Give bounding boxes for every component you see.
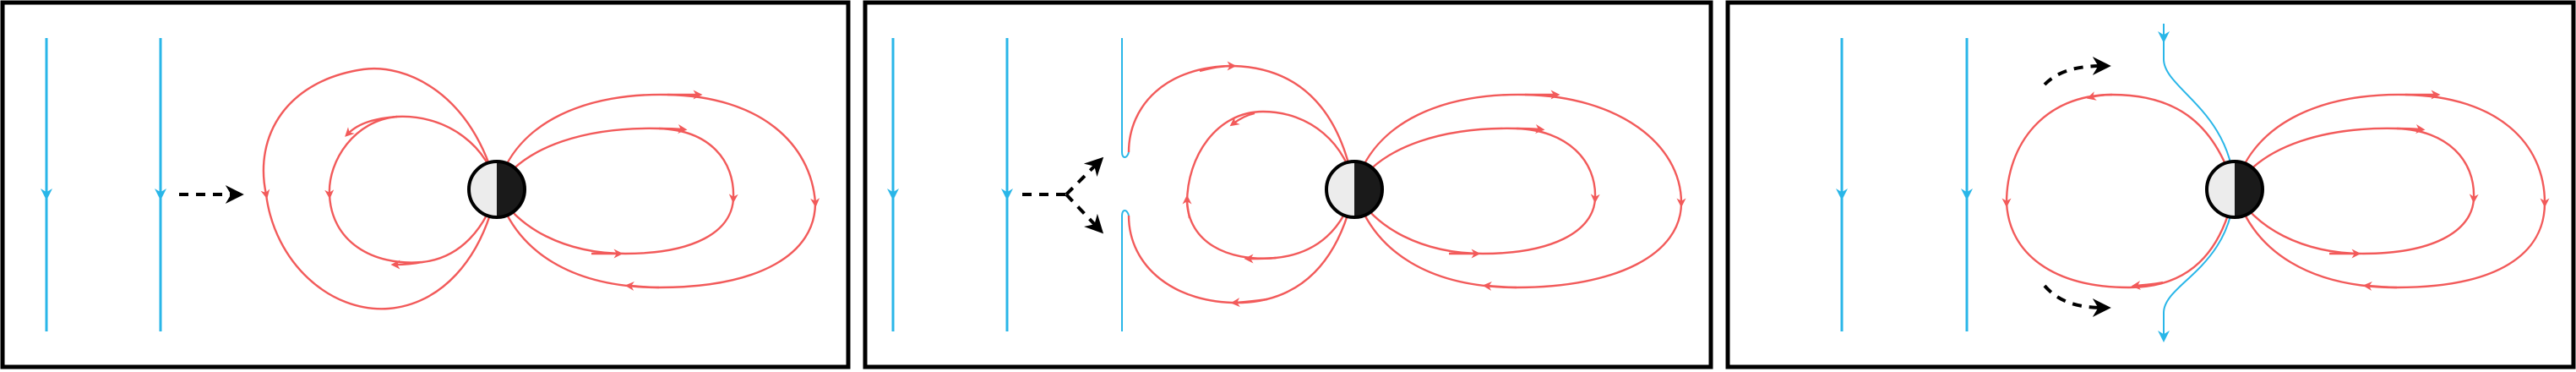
planet-field-loop <box>2233 127 2479 204</box>
motion-arrow-up <box>1065 156 1104 196</box>
planet-disc <box>467 160 526 219</box>
planet-field-arrow <box>390 260 423 270</box>
planet-field-loop <box>1185 110 1356 204</box>
planet-disc <box>1325 160 1384 219</box>
planet-field-loop <box>1353 189 1597 255</box>
planet-field-loop <box>260 67 498 200</box>
planet-field-loop <box>324 115 498 200</box>
planet-field-arrow <box>1244 254 1277 264</box>
planet-field-loop <box>1353 127 1600 204</box>
panel-2-frame <box>863 0 1713 369</box>
panel-contact <box>863 0 1713 369</box>
planet-field-loop <box>264 189 498 310</box>
planet-field-arrow <box>1229 112 1255 127</box>
boundary-field-line <box>1121 38 1130 158</box>
planet-field-loop <box>2005 189 2236 289</box>
motion-arrow-down <box>2043 284 2111 317</box>
planet-field-arrow <box>1199 61 1237 73</box>
planet-field-loop <box>495 189 735 255</box>
motion-arrow-down <box>1065 193 1104 234</box>
planet-field-arrow <box>1230 298 1268 308</box>
panel-1-frame <box>0 0 851 369</box>
boundary-field-line <box>1121 210 1130 331</box>
panel-approach <box>0 0 851 369</box>
planet-field-arrow <box>2131 281 2164 291</box>
planet-field-arrow <box>1482 281 1517 291</box>
planet-field-arrow <box>624 281 660 291</box>
motion-arrow-up <box>2043 57 2111 86</box>
planet-disc <box>2205 160 2264 219</box>
planet-field-loop <box>495 127 738 204</box>
planet-field-arrow <box>2086 91 2113 101</box>
planet-field-arrow <box>345 115 398 137</box>
planet-field-arrow <box>2362 281 2398 291</box>
panel-draped <box>1725 0 2576 369</box>
panel-3-frame <box>1725 0 2576 369</box>
planet-field-loop <box>2233 189 2475 255</box>
